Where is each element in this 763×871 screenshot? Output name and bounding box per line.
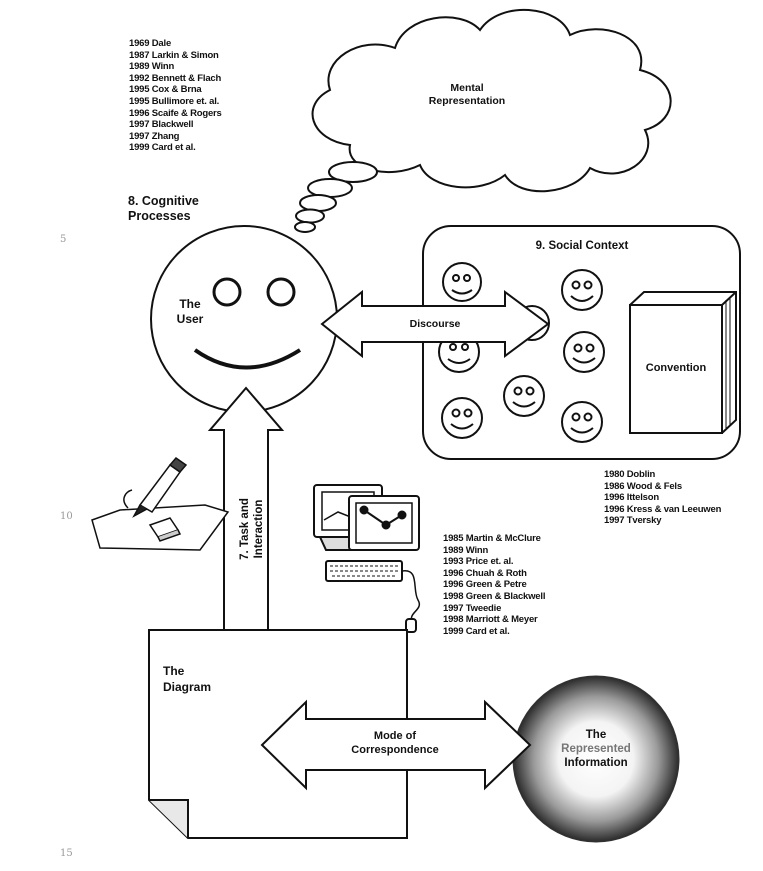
ref-entry: 1996 Ittelson (604, 492, 721, 504)
ref-entry: 1993 Price et. al. (443, 556, 545, 568)
ref-entry: 1998 Marriott & Meyer (443, 614, 545, 626)
information-label-line1: The (546, 728, 646, 742)
drawing-sketch (92, 458, 228, 550)
ref-entry: 1987 Larkin & Simon (129, 50, 222, 62)
ref-entry: 1999 Card et al. (129, 142, 222, 154)
refs-cognitive: 1969 Dale 1987 Larkin & Simon 1989 Winn … (129, 38, 222, 154)
task-interaction-label: 7. Task and Interaction (238, 469, 266, 589)
social-context-label: 9. Social Context (502, 239, 662, 253)
ref-entry: 1999 Card et al. (443, 626, 545, 638)
line-number: 10 (60, 511, 73, 522)
ref-entry: 1995 Cox & Brna (129, 84, 222, 96)
ref-entry: 1996 Scaife & Rogers (129, 108, 222, 120)
ref-entry: 1997 Tweedie (443, 603, 545, 615)
mental-representation-label: Mental Representation (412, 82, 522, 108)
ref-entry: 1986 Wood & Fels (604, 481, 721, 493)
ref-entry: 1996 Kress & van Leeuwen (604, 504, 721, 516)
refs-social: 1980 Doblin 1986 Wood & Fels 1996 Ittels… (604, 469, 721, 527)
ref-entry: 1997 Blackwell (129, 119, 222, 131)
cognitive-processes-label: 8. Cognitive Processes (128, 194, 199, 224)
line-number: 5 (60, 234, 66, 245)
discourse-label: Discourse (385, 317, 485, 331)
ref-entry: 1995 Bullimore et. al. (129, 96, 222, 108)
information-label-line3: Information (546, 756, 646, 770)
ref-entry: 1989 Winn (443, 545, 545, 557)
computer-illustration (314, 485, 419, 632)
diagram-label: The Diagram (163, 663, 211, 695)
information-label-line2: Represented (546, 742, 646, 756)
ref-entry: 1969 Dale (129, 38, 222, 50)
thought-cloud (295, 10, 671, 232)
ref-entry: 1992 Bennett & Flach (129, 73, 222, 85)
convention-label: Convention (631, 361, 721, 375)
ref-entry: 1985 Martin & McClure (443, 533, 545, 545)
ref-entry: 1980 Doblin (604, 469, 721, 481)
ref-entry: 1989 Winn (129, 61, 222, 73)
refs-task: 1985 Martin & McClure 1989 Winn 1993 Pri… (443, 533, 545, 637)
user-label: The User (165, 297, 215, 327)
ref-entry: 1996 Chuah & Roth (443, 568, 545, 580)
ref-entry: 1997 Tversky (604, 515, 721, 527)
ref-entry: 1997 Zhang (129, 131, 222, 143)
ref-entry: 1998 Green & Blackwell (443, 591, 545, 603)
ref-entry: 1996 Green & Petre (443, 579, 545, 591)
line-number: 15 (60, 848, 73, 859)
mode-of-correspondence-label: Mode of Correspondence (335, 729, 455, 757)
